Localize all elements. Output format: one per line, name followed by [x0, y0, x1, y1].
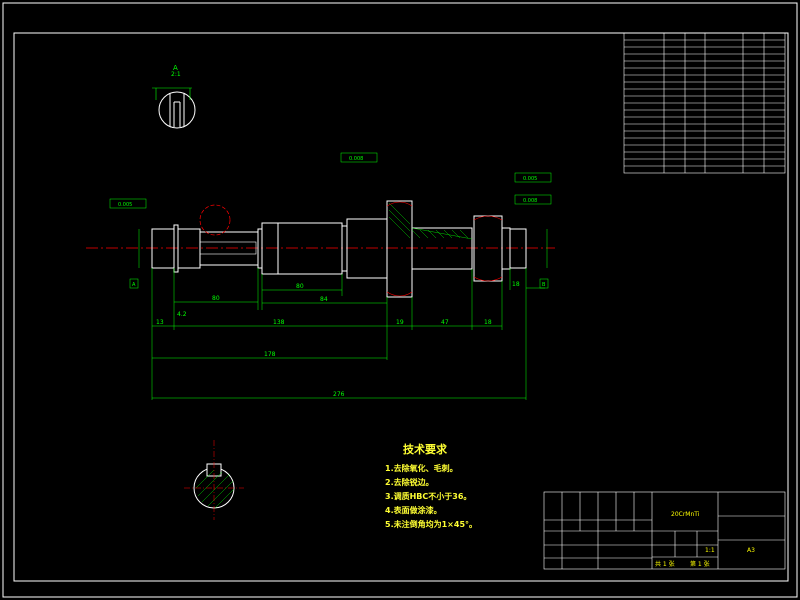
drawing-no: A3 [747, 547, 755, 554]
dim-13: 13 [156, 319, 164, 326]
title-block-texts: 20CrMnTi 1:1 A3 共 1 张 第 1 张 [655, 511, 755, 568]
tech-req-item-3: 3.调质HBC不小于36。 [385, 491, 471, 501]
dim-84: 84 [320, 296, 328, 303]
title-block [543, 491, 786, 570]
dim-47: 47 [441, 319, 449, 326]
tol-frame-4: 0.008 [523, 198, 537, 204]
dim-178: 178 [264, 351, 276, 358]
section-view-a: A 2:1 [152, 64, 196, 129]
sheet-of: 第 1 张 [690, 560, 710, 568]
dim-80-a: 80 [212, 295, 220, 302]
sheet-frame-border [13, 32, 789, 582]
tol-frame-1: 0.005 [118, 202, 132, 208]
dim-19: 19 [396, 319, 404, 326]
datum-a: A [132, 282, 136, 288]
dim-18: 18 [484, 319, 492, 326]
dim-138: 138 [273, 319, 285, 326]
tol-frame-2: 0.008 [349, 156, 363, 162]
dimension-lines [138, 229, 548, 400]
scale: 1:1 [705, 547, 715, 554]
gear-parameter-table [623, 32, 786, 174]
section-label-a: A [173, 64, 178, 72]
material: 20CrMnTi [671, 511, 700, 518]
tech-requirements-title: 技术要求 [403, 442, 448, 456]
section-view-keyway [184, 440, 244, 520]
dim-80-b: 80 [296, 283, 304, 290]
dim-276: 276 [333, 391, 345, 398]
tech-req-item-4: 4.表面做涂漆。 [385, 505, 442, 515]
tech-requirements: 技术要求 1.去除氧化、毛刺。 2.去除锐边。 3.调质HBC不小于36。 4.… [385, 442, 477, 529]
tolerance-frames: 0.005 0.008 0.005 0.008 A B [109, 152, 552, 289]
section-scale: 2:1 [171, 71, 181, 78]
tech-req-item-1: 1.去除氧化、毛刺。 [385, 463, 458, 473]
tol-frame-3: 0.005 [523, 176, 537, 182]
sheet-count: 共 1 张 [655, 560, 675, 568]
dim-4-2: 4.2 [177, 311, 187, 318]
tech-req-item-2: 2.去除锐边。 [385, 477, 434, 487]
datum-b: B [542, 282, 546, 288]
gear-hatch [388, 202, 469, 239]
dimension-texts: 13 138 19 47 18 80 80 84 178 276 18 4.2 [156, 281, 520, 398]
dim-right-18: 18 [512, 281, 520, 288]
shaft-main-view [86, 200, 555, 298]
tech-req-item-5: 5.未注倒角均为1×45°。 [385, 519, 477, 529]
